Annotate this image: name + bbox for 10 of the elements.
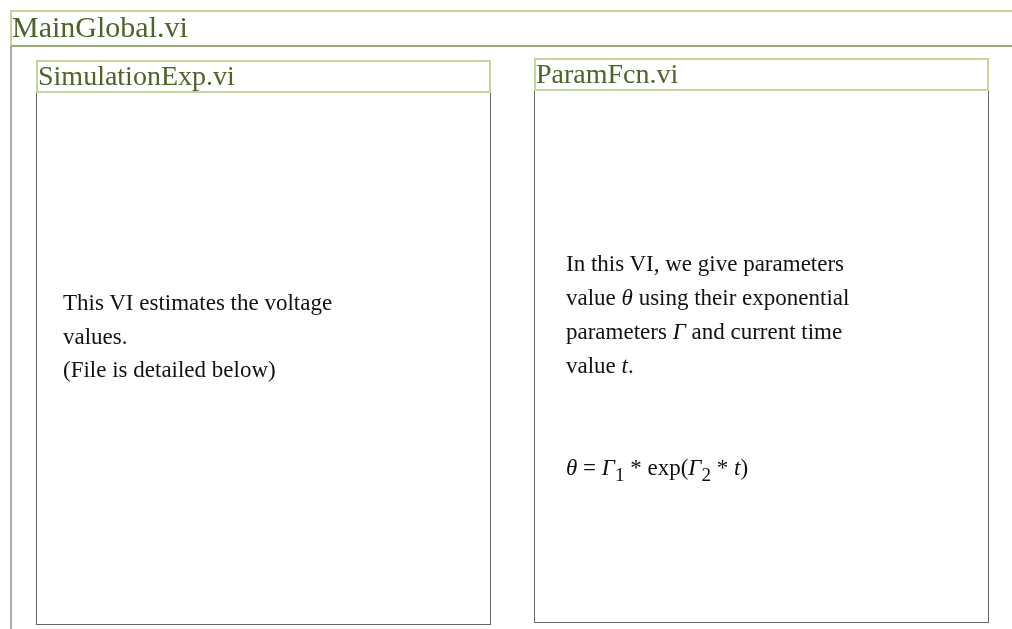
module-box [534,58,989,623]
description-text: This VI estimates the voltage values. [63,289,334,351]
description-text: (File is detailed below) [63,356,277,384]
module-title: MainGlobal.vi [10,10,1012,47]
module-frame [10,10,1012,629]
description-text: In this VI, we give parameters value θ using their exponential parameters Γ and current time value t. [566,250,851,380]
module-box [36,60,491,625]
module-title: SimulationExp.vi [36,60,491,93]
formula: θ = Γ$_{1}$ * exp(Γ$_{2}$ *t) [566,454,750,487]
module-title: ParamFcn.vi [534,58,989,91]
